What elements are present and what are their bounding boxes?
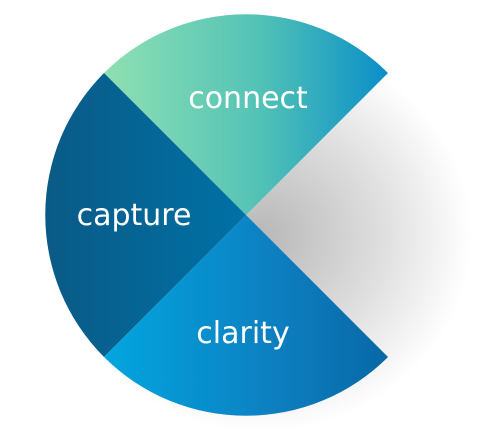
segment-clarity	[104, 215, 388, 416]
segment-label-connect: connect	[188, 81, 308, 116]
segment-label-capture: capture	[77, 198, 192, 233]
segment-capture	[45, 73, 247, 357]
segment-label-clarity: clarity	[196, 316, 289, 351]
segment-connect	[104, 14, 388, 216]
